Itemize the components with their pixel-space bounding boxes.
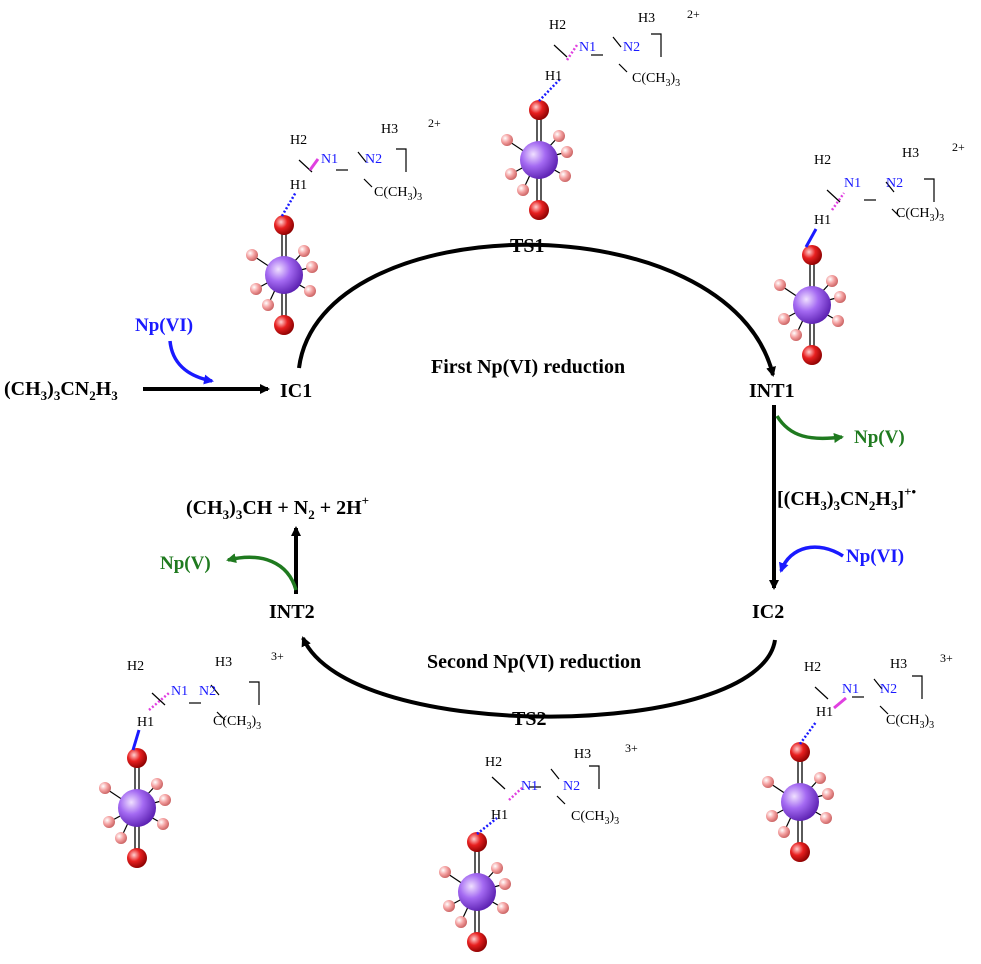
svg-text:H2: H2 — [127, 659, 144, 674]
second-reduction-label: Second Np(VI) reduction — [427, 651, 641, 673]
state-int2: INT2 — [269, 601, 315, 623]
np-vi-in-arrow-1 — [168, 340, 214, 385]
svg-text:2+: 2+ — [428, 116, 441, 130]
state-int1: INT1 — [749, 380, 795, 402]
svg-text:C(CH3)3: C(CH3)3 — [896, 206, 944, 224]
svg-text:3+: 3+ — [625, 741, 638, 755]
svg-text:C(CH3)3: C(CH3)3 — [571, 809, 619, 827]
molecule-ts1: H2 H3 N1 N2 H1 C(CH3)3 2+ — [500, 7, 700, 221]
svg-text:N1: N1 — [579, 40, 596, 55]
np-vi-label-1: Np(VI) — [135, 315, 193, 336]
svg-text:H1: H1 — [814, 213, 831, 228]
np-v-label-1: Np(V) — [854, 427, 905, 448]
svg-text:H2: H2 — [485, 755, 502, 770]
svg-text:H3: H3 — [638, 11, 655, 26]
svg-text:N2: N2 — [880, 682, 897, 697]
svg-text:N2: N2 — [365, 152, 382, 167]
second-reduction-arc — [301, 636, 777, 719]
molecule-ic1: H2 H3 N1 N2 H1 C(CH3)3 2+ — [245, 116, 441, 336]
svg-text:2+: 2+ — [687, 7, 700, 21]
svg-text:C(CH3)3: C(CH3)3 — [632, 71, 680, 89]
molecule-int2: H2 H3 N1 N2 H1 C(CH3)3 3+ — [98, 649, 284, 869]
svg-text:3+: 3+ — [271, 649, 284, 663]
svg-text:H1: H1 — [137, 715, 154, 730]
svg-text:C(CH3)3: C(CH3)3 — [374, 185, 422, 203]
first-reduction-label: First Np(VI) reduction — [431, 356, 625, 378]
np-v-out-arrow-1 — [775, 415, 844, 443]
svg-text:N2: N2 — [199, 684, 216, 699]
svg-text:C(CH3)3: C(CH3)3 — [213, 714, 261, 732]
svg-text:N1: N1 — [844, 176, 861, 191]
molecule-ic2: H2 H3 N1 N2 H1 C(CH3)3 3+ — [761, 651, 953, 863]
svg-text:H1: H1 — [816, 705, 833, 720]
molecule-ts2: H2 H3 N1 N2 H1 C(CH3)3 3+ — [438, 741, 638, 953]
svg-text:H3: H3 — [215, 655, 232, 670]
svg-text:H3: H3 — [890, 657, 907, 672]
svg-text:H1: H1 — [290, 178, 307, 193]
svg-text:3+: 3+ — [940, 651, 953, 665]
state-ic2: IC2 — [752, 601, 784, 623]
svg-text:H1: H1 — [545, 69, 562, 84]
state-ts2: TS2 — [512, 708, 546, 730]
products-formula: (CH3)3CH + N2 + 2H+ — [186, 493, 369, 522]
svg-text:N1: N1 — [321, 152, 338, 167]
svg-text:H2: H2 — [549, 18, 566, 33]
svg-text:H2: H2 — [814, 153, 831, 168]
svg-text:H2: H2 — [290, 133, 307, 148]
svg-text:C(CH3)3: C(CH3)3 — [886, 713, 934, 731]
svg-text:H3: H3 — [902, 146, 919, 161]
state-ts1: TS1 — [510, 235, 544, 257]
svg-text:2+: 2+ — [952, 140, 965, 154]
radical-cation-formula: [(CH3)3CN2H3]+• — [777, 484, 917, 513]
molecule-int1: H2 H3 N1 N2 H1 C(CH3)3 2+ — [773, 140, 965, 366]
np-vi-in-arrow-2 — [779, 545, 844, 573]
svg-text:N2: N2 — [563, 779, 580, 794]
svg-text:H3: H3 — [381, 122, 398, 137]
svg-text:N1: N1 — [521, 779, 538, 794]
svg-text:N1: N1 — [171, 684, 188, 699]
np-vi-label-2: Np(VI) — [846, 546, 904, 567]
svg-text:H1: H1 — [491, 808, 508, 823]
np-v-out-arrow-2 — [226, 553, 298, 591]
svg-text:H3: H3 — [574, 747, 591, 762]
state-ic1: IC1 — [280, 380, 312, 402]
reactant-formula: (CH3)3CN2H3 — [4, 378, 118, 403]
np-v-label-2: Np(V) — [160, 553, 211, 574]
svg-text:N2: N2 — [623, 40, 640, 55]
svg-text:N1: N1 — [842, 682, 859, 697]
first-reduction-arc — [297, 242, 776, 377]
svg-text:N2: N2 — [886, 176, 903, 191]
svg-text:H2: H2 — [804, 660, 821, 675]
